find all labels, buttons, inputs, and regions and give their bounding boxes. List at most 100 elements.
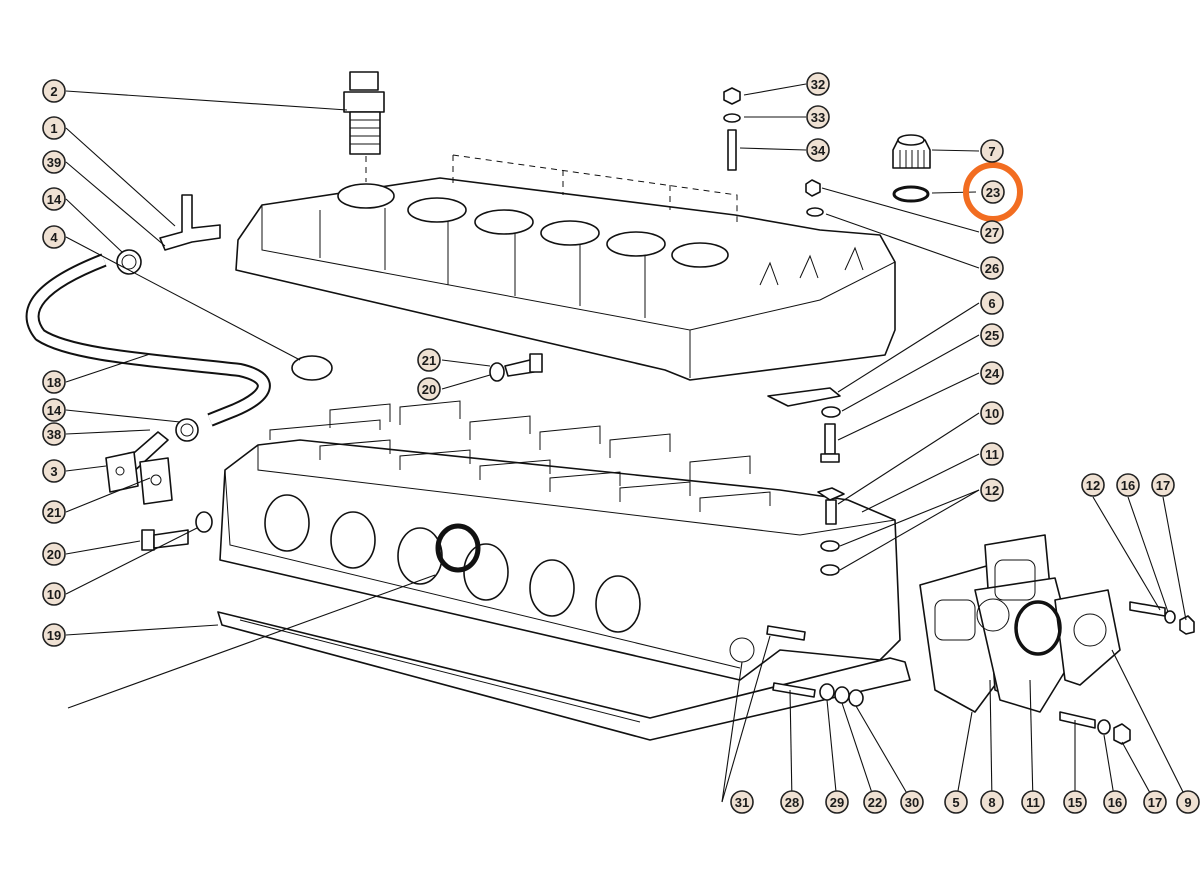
callout-21: 21 [417,348,441,372]
callout-number: 6 [988,296,995,311]
callout-number: 32 [811,77,825,92]
callout-number: 10 [47,587,61,602]
callout-number: 20 [422,382,436,397]
callout-31: 31 [730,790,754,814]
callout-number: 5 [952,795,959,810]
right-fasteners [1059,601,1195,745]
callout-circle [1151,473,1175,497]
callout-32: 32 [806,72,830,96]
callout-5: 5 [944,790,968,814]
callout-number: 30 [905,795,919,810]
callout-number: 14 [47,403,62,418]
callout-circle [417,348,441,372]
callout-19: 19 [42,623,66,647]
end-plates [919,534,1121,713]
callout-number: 38 [47,427,61,442]
callout-circle [42,459,66,483]
callout-number: 11 [985,447,999,462]
callout-number: 2 [50,84,57,99]
callout-22: 22 [863,790,887,814]
callout-circle [1116,473,1140,497]
callout-circle [981,180,1005,204]
callout-circle [806,72,830,96]
callout-number: 11 [1026,795,1040,810]
callout-2: 2 [42,79,66,103]
callout-number: 25 [985,328,999,343]
oil-filler-cap [805,134,931,217]
callout-number: 29 [830,795,844,810]
callout-circle [980,361,1004,385]
highlight-ring [963,162,1023,222]
callout-circle [980,790,1004,814]
callout-number: 28 [785,795,799,810]
callout-6: 6 [980,291,1004,315]
callout-17: 17 [1151,473,1175,497]
callout-number: 23 [986,185,1000,200]
callout-11: 11 [980,442,1004,466]
breather-fitting [343,71,385,182]
callout-circle [980,442,1004,466]
callout-circle [42,187,66,211]
callout-number: 17 [1156,478,1170,493]
callout-circle [1176,790,1200,814]
callout-circle [42,500,66,524]
callout-39: 39 [42,150,66,174]
callout-28: 28 [780,790,804,814]
center-bolt-washer [489,353,543,382]
callout-circle [42,370,66,394]
callout-circle [900,790,924,814]
callout-circle [980,220,1004,244]
callout-circle [980,291,1004,315]
callout-number: 12 [985,483,999,498]
callout-20: 20 [42,542,66,566]
callout-number: 17 [1148,795,1162,810]
callout-12: 12 [1081,473,1105,497]
callout-number: 19 [47,628,61,643]
callout-29: 29 [825,790,849,814]
callout-26: 26 [980,256,1004,280]
callout-10: 10 [42,582,66,606]
callout-number: 14 [47,192,62,207]
callout-23: 23 [981,180,1005,204]
callout-number: 21 [422,353,436,368]
callout-number: 33 [811,110,825,125]
callout-3: 3 [42,459,66,483]
callout-circle [1143,790,1167,814]
callout-4: 4 [42,225,66,249]
callout-circle [980,139,1004,163]
callout-circle [980,256,1004,280]
callout-number: 16 [1121,478,1135,493]
callout-14: 14 [42,187,66,211]
callout-circle [1021,790,1045,814]
callout-7: 7 [980,139,1004,163]
callout-circle [42,116,66,140]
callout-circle [42,79,66,103]
callout-circle [780,790,804,814]
callout-circle [980,401,1004,425]
callout-number: 12 [1086,478,1100,493]
callout-number: 15 [1068,795,1082,810]
callout-number: 10 [985,406,999,421]
callout-circle [42,623,66,647]
callout-number: 7 [988,144,995,159]
callout-circle [1063,790,1087,814]
callout-number: 3 [50,464,57,479]
head-gasket [217,611,911,741]
callout-10: 10 [980,401,1004,425]
callout-circle [863,790,887,814]
callout-8: 8 [980,790,1004,814]
callout-circle [42,542,66,566]
callout-circle [806,105,830,129]
callout-circle [730,790,754,814]
callout-number: 34 [811,143,826,158]
callout-16: 16 [1103,790,1127,814]
callout-number: 4 [50,230,58,245]
callout-circle [417,377,441,401]
callout-number: 24 [985,366,1000,381]
callout-number: 39 [47,155,61,170]
callout-number: 22 [868,795,882,810]
callout-circle [42,398,66,422]
